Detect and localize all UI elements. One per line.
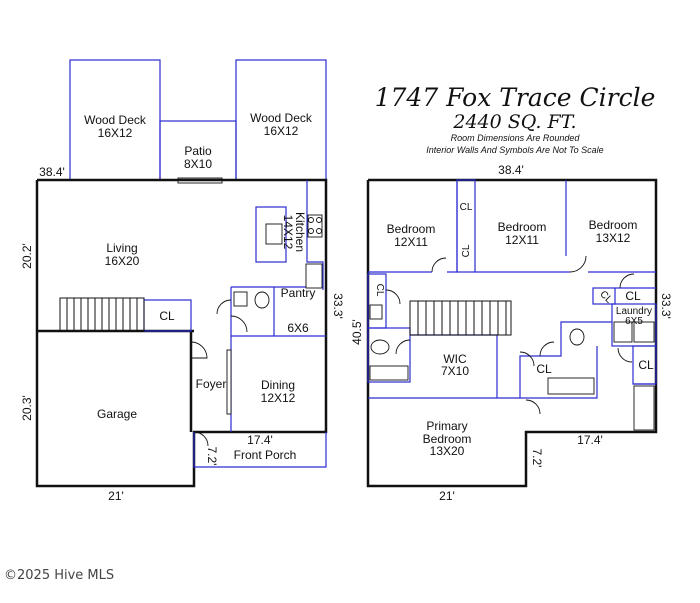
- kitchen-sink-icon: [265, 223, 283, 245]
- second-dim-bottom: 21': [439, 489, 455, 503]
- first-floor-plan: Wood Deck 16X12 Wood Deck 16X12 Patio 8X…: [20, 59, 345, 503]
- shower-icon: [633, 385, 655, 431]
- deck-right-name: Wood Deck: [250, 111, 313, 125]
- foyer-label: Foyer: [196, 377, 227, 391]
- dining-size: 12X12: [261, 391, 296, 405]
- primary-name-line2: Bedroom: [423, 432, 472, 446]
- primary-bath-door: [539, 341, 555, 357]
- deck-left-name: Wood Deck: [84, 113, 147, 127]
- first-dim-left-upper: 20.2': [20, 243, 34, 269]
- porch-label: Front Porch: [234, 448, 297, 462]
- hall-tub-icon: [369, 365, 409, 381]
- patio-name: Patio: [184, 144, 212, 158]
- second-dim-step-width: 17.4': [577, 433, 603, 447]
- first-dim-porch-width: 17.4': [247, 433, 273, 447]
- deck-left-size: 16X12: [98, 126, 133, 140]
- first-dim-bottom: 21': [108, 489, 124, 503]
- refrigerator-icon: [305, 263, 323, 289]
- hall-closet: [367, 273, 387, 329]
- front-porch-outline: [193, 432, 327, 468]
- first-dim-left-lower: 20.3': [20, 395, 34, 421]
- second-floor-stairs: [409, 300, 512, 336]
- primary-vanity-icon: [547, 377, 595, 395]
- living-name: Living: [106, 241, 137, 255]
- kitchen-island: [255, 206, 287, 263]
- closet-primary-label: CL: [638, 358, 654, 372]
- closet-mid-label: CL: [461, 244, 472, 257]
- pantry-name: Pantry: [281, 286, 316, 300]
- closet-hall-label: CL: [374, 284, 385, 297]
- dimension-note: Room Dimensions Are Rounded: [450, 133, 580, 143]
- foyer-bench-icon: [226, 349, 232, 415]
- laundry-door: [617, 347, 633, 363]
- primary-toilet-icon: [569, 328, 585, 346]
- garage-door-swing: [190, 341, 208, 359]
- property-address: 1747 Fox Trace Circle: [374, 83, 656, 112]
- second-dim-right: 33.3': [659, 293, 673, 319]
- pantry-door-swing: [216, 299, 232, 315]
- bed-right-name: Bedroom: [589, 218, 638, 232]
- scale-note: Interior Walls And Symbols Are Not To Sc…: [426, 145, 604, 155]
- bed-mid-door: [569, 255, 587, 273]
- copyright-notice: ©2025 Hive MLS: [4, 568, 115, 583]
- first-dim-top: 38.4': [39, 165, 65, 179]
- second-dim-top: 38.4': [498, 163, 524, 177]
- pantry-size: 6X6: [287, 321, 309, 335]
- closet-top-label: CL: [460, 202, 473, 213]
- closet-laundry-label: CL: [625, 289, 641, 303]
- front-door-swing: [193, 431, 209, 447]
- patio-size: 8X10: [184, 157, 212, 171]
- kitchen-name: Kitchen: [293, 212, 307, 252]
- first-dim-right: 33.3': [331, 293, 345, 319]
- kitchen-wall: [306, 180, 324, 290]
- powder-toilet-icon: [254, 291, 270, 309]
- laundry-size: 6X5: [625, 316, 643, 327]
- hall-bath-door: [395, 339, 411, 355]
- living-size: 16X20: [105, 254, 140, 268]
- hall-closet-door: [385, 289, 401, 305]
- title-block: 1747 Fox Trace Circle 2440 SQ. FT. Room …: [360, 84, 670, 156]
- bed-right-size: 13X12: [596, 231, 631, 245]
- bed-left-door: [431, 257, 447, 273]
- bed-right-door: [619, 273, 635, 289]
- wic-size: 7X10: [441, 364, 469, 378]
- primary-bath-bottom: [520, 346, 598, 399]
- primary-bath-wall: [519, 321, 612, 398]
- primary-size: 13X20: [430, 444, 465, 458]
- second-floor-plan: Bedroom 12X11 Bedroom 12X11 Bedroom 13X1…: [350, 163, 673, 503]
- garage-label: Garage: [97, 407, 137, 421]
- powder-door-swing: [230, 315, 248, 333]
- first-dim-porch-depth: 7.2': [205, 447, 219, 466]
- hall-bath: [367, 327, 411, 383]
- deck-right-size: 16X12: [264, 124, 299, 138]
- primary-name: Primary: [426, 419, 467, 433]
- bed-left-name: Bedroom: [387, 222, 436, 236]
- dryer-icon: [633, 321, 655, 343]
- dining-name: Dining: [261, 378, 295, 392]
- first-floor-stairs: [59, 297, 145, 332]
- hall-sink-icon: [369, 304, 383, 320]
- closet-between-beds: [456, 179, 476, 273]
- bed-left-right-wall: [447, 180, 458, 273]
- powder-sink-icon: [233, 291, 248, 307]
- bed-left-size: 12X11: [394, 235, 428, 249]
- laundry-name: Laundry: [616, 306, 652, 317]
- square-footage: 2440 SQ. FT.: [453, 111, 577, 133]
- kitchen-size: 14X12: [281, 215, 295, 250]
- primary-door: [525, 399, 541, 415]
- second-dim-step-depth: 7.2': [530, 449, 544, 468]
- second-dim-left: 40.5': [350, 319, 364, 345]
- linen-closet: [592, 287, 616, 305]
- closet-label: CL: [159, 309, 175, 323]
- bed-mid-size: 12X11: [505, 233, 539, 247]
- hall-toilet-icon: [370, 339, 390, 355]
- second-floor-exterior: [366, 178, 658, 488]
- closet-linen-label: CL: [597, 289, 614, 306]
- wic-door: [519, 351, 535, 367]
- bed-mid-name: Bedroom: [498, 220, 547, 234]
- wic-name: WIC: [443, 352, 467, 366]
- washer-icon: [613, 321, 633, 343]
- closet-wic-label: CL: [536, 362, 552, 376]
